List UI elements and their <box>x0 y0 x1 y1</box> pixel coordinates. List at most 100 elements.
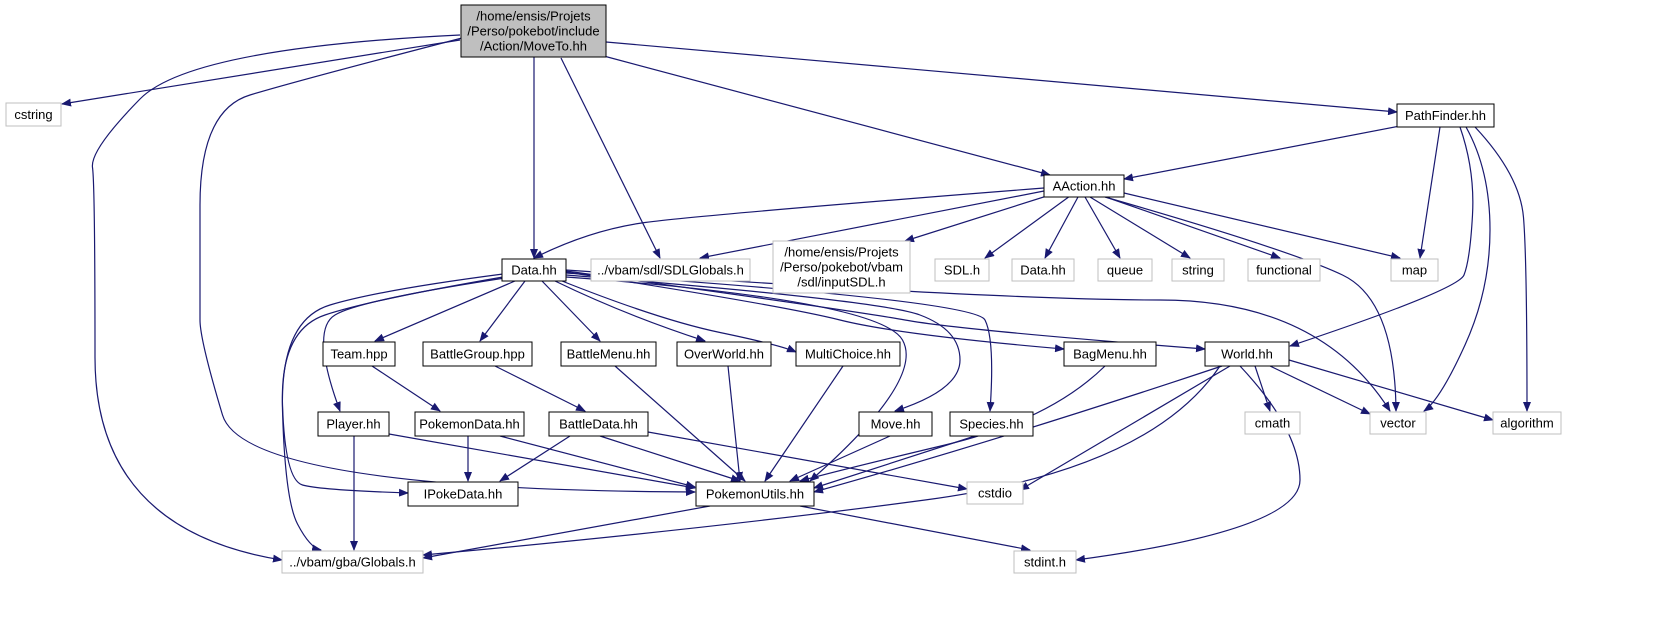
node-stdint: stdint.h <box>1013 550 1077 574</box>
edge-multichoice-to-pokemonutils <box>764 365 844 482</box>
node-label: queue <box>1107 263 1143 278</box>
node-label: /home/ensis/Projets <box>784 245 899 260</box>
edge-pokemonutils-to-stdint <box>799 505 1031 553</box>
edge-pathfinder-to-aaction <box>1123 125 1401 182</box>
node-label: Species.hh <box>959 417 1023 432</box>
node-box <box>1396 103 1495 128</box>
node-battledata[interactable]: BattleData.hh <box>548 411 649 437</box>
edge-data-to-ipokedata <box>281 276 504 497</box>
node-label: Player.hh <box>326 417 380 432</box>
edge-world-to-algorithm <box>1288 359 1494 422</box>
node-label: Data.hh <box>1020 263 1066 278</box>
node-box <box>317 411 390 437</box>
node-world[interactable]: World.hh <box>1204 341 1290 367</box>
node-pathfinder[interactable]: PathFinder.hh <box>1396 103 1495 128</box>
edge-pathfinder-to-algorithm <box>1474 126 1531 412</box>
node-sdlh: SDL.h <box>934 258 990 282</box>
edge-data-to-bagmenu <box>565 271 1065 353</box>
node-cstring: cstring <box>5 102 62 127</box>
edge-aaction-to-functional <box>1099 194 1281 259</box>
node-label: World.hh <box>1221 347 1273 362</box>
node-label: OverWorld.hh <box>684 347 764 362</box>
node-label: MultiChoice.hh <box>805 347 891 362</box>
edge-pathfinder-to-world <box>1289 126 1474 347</box>
node-label: SDL.h <box>944 263 980 278</box>
edge-bagmenu-to-pokemonutils <box>799 365 1106 483</box>
node-overworld[interactable]: OverWorld.hh <box>676 341 772 367</box>
node-box <box>5 102 62 127</box>
node-cmath: cmath <box>1244 411 1301 435</box>
node-label: IPokeData.hh <box>424 487 503 502</box>
node-label: cstdio <box>978 486 1012 501</box>
node-multichoice[interactable]: MultiChoice.hh <box>795 341 901 367</box>
edge-aaction-to-data2 <box>1044 196 1079 259</box>
node-label: BagMenu.hh <box>1073 347 1147 362</box>
node-label: ../vbam/gba/Globals.h <box>289 555 415 570</box>
node-box <box>281 550 424 574</box>
node-species[interactable]: Species.hh <box>949 411 1034 437</box>
node-team[interactable]: Team.hpp <box>322 341 396 367</box>
node-box <box>695 481 815 507</box>
node-cstdio: cstdio <box>966 481 1024 505</box>
node-label: /Perso/pokebot/vbam <box>780 260 903 275</box>
edge-aaction-to-sdlglobals <box>699 190 1045 261</box>
edge-data-to-team <box>374 280 516 342</box>
edge-species-to-pokemonutils <box>813 435 976 490</box>
node-label: ../vbam/sdl/SDLGlobals.h <box>597 263 744 278</box>
node-data[interactable]: Data.hh <box>501 258 567 282</box>
node-box <box>1011 258 1075 282</box>
node-label: cmath <box>1255 416 1290 431</box>
nodes: /home/ensis/Projets/Perso/pokebot/includ… <box>5 4 1562 574</box>
node-box <box>858 411 933 437</box>
node-box <box>1244 411 1301 435</box>
edge-moveto-to-aaction <box>599 54 1051 177</box>
edge-aaction-to-sdlh <box>984 195 1071 259</box>
node-bagmenu[interactable]: BagMenu.hh <box>1063 341 1157 367</box>
node-box <box>1492 411 1562 435</box>
node-aaction[interactable]: AAction.hh <box>1043 174 1125 198</box>
node-pokemonutils[interactable]: PokemonUtils.hh <box>695 481 815 507</box>
node-label: PokemonData.hh <box>419 417 519 432</box>
edge-player-to-pokemonutils <box>388 433 696 491</box>
edge-data-to-species <box>565 272 995 412</box>
edge-move-to-pokemonutils <box>789 435 891 482</box>
edge-battledata-to-ipokedata <box>499 435 571 482</box>
node-vector: vector <box>1369 411 1427 435</box>
node-box <box>1247 258 1321 282</box>
node-box <box>1013 550 1077 574</box>
edge-aaction-to-vector <box>1104 196 1400 412</box>
node-move[interactable]: Move.hh <box>858 411 933 437</box>
edge-pokemonutils-to-globals <box>422 505 711 561</box>
node-box <box>501 258 567 282</box>
edge-data-to-world <box>565 270 1206 353</box>
edge-moveto-to-cstring <box>61 39 461 107</box>
node-pokemondata[interactable]: PokemonData.hh <box>414 411 525 437</box>
edge-battledata-to-cstdio <box>647 431 968 492</box>
node-battlemenu[interactable]: BattleMenu.hh <box>560 341 657 367</box>
node-battlegroup[interactable]: BattleGroup.hpp <box>422 341 533 367</box>
edge-moveto-to-pokemonutils <box>199 37 696 496</box>
edge-data-to-pokemonutils <box>565 276 907 482</box>
edges <box>61 34 1531 563</box>
node-moveto[interactable]: /home/ensis/Projets/Perso/pokebot/includ… <box>460 4 607 58</box>
node-algorithm: algorithm <box>1492 411 1562 435</box>
node-player[interactable]: Player.hh <box>317 411 390 437</box>
edge-moveto-to-sdlglobals <box>560 57 661 259</box>
edge-data-to-battlegroup <box>479 280 526 342</box>
edge-aaction-to-inputsdl <box>904 194 1051 243</box>
node-label: BattleData.hh <box>559 417 638 432</box>
edge-aaction-to-string <box>1089 196 1191 259</box>
node-globals: ../vbam/gba/Globals.h <box>281 550 424 574</box>
node-box <box>949 411 1034 437</box>
node-box <box>414 411 525 437</box>
edge-world-to-globals <box>422 365 1221 559</box>
node-sdlglobals: ../vbam/sdl/SDLGlobals.h <box>590 258 751 282</box>
node-inputsdl: /home/ensis/Projets/Perso/pokebot/vbam/s… <box>772 240 911 294</box>
edge-team-to-pokemondata <box>371 365 441 412</box>
node-box <box>934 258 990 282</box>
edge-data-to-battlemenu <box>541 280 601 342</box>
node-ipokedata[interactable]: IPokeData.hh <box>407 481 519 507</box>
edge-aaction-to-map <box>1123 192 1401 260</box>
node-box <box>422 341 533 367</box>
